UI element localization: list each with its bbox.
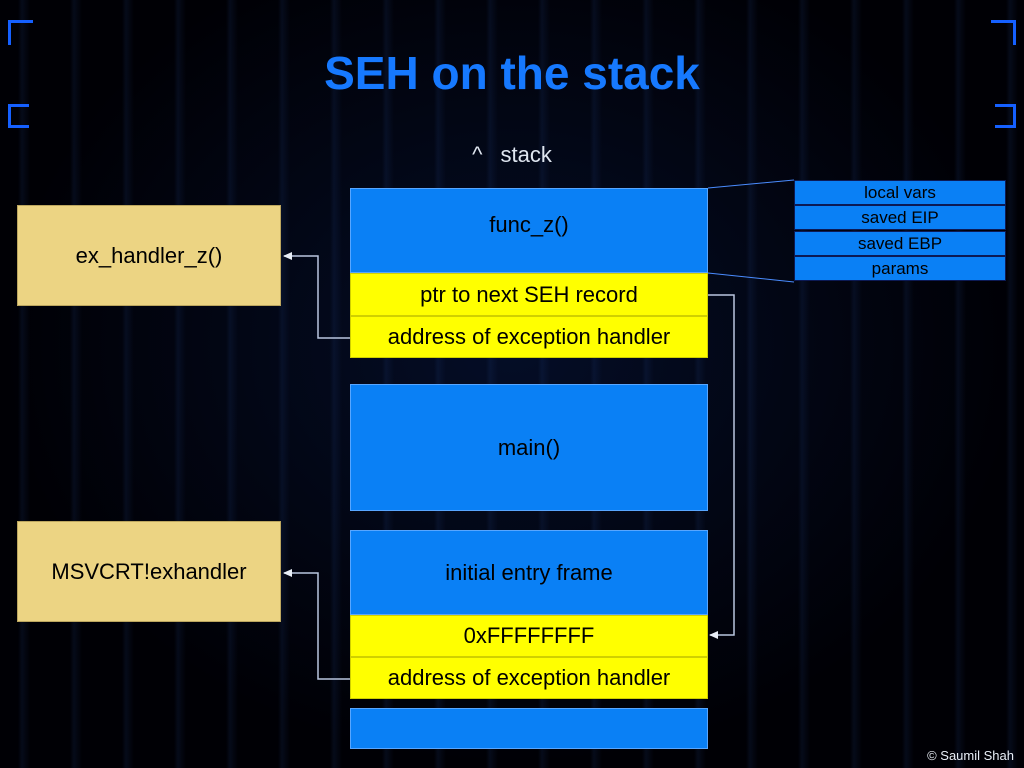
stack-caret: ^ [472,142,483,167]
stack-label-text: stack [500,142,552,167]
detail-saved-ebp: saved EBP [794,231,1006,256]
arrow-to-ex-handler-z [283,252,350,339]
msvcrt-exhandler-box: MSVCRT!exhandler [17,521,281,622]
seh-handler-address-1: address of exception handler [350,316,708,358]
seh-next-record-1: ptr to next SEH record [350,273,708,316]
detail-saved-eip: saved EIP [794,205,1006,230]
detail-expand-line-bottom [707,272,795,283]
seh-handler-address-2: address of exception handler [350,657,708,699]
corner-decoration-top-left [8,20,33,45]
bottom-frame [350,708,708,749]
corner-decoration-top-right [991,20,1016,45]
detail-local-vars: local vars [794,180,1006,205]
detail-expand-line-top [707,179,795,189]
arrow-next-seh-record [708,294,735,639]
stack-direction-label: ^ stack [0,142,1024,168]
copyright-notice: © Saumil Shah [927,748,1014,763]
seh-terminator-record: 0xFFFFFFFF [350,615,708,657]
ex-handler-z-box: ex_handler_z() [17,205,281,306]
func-z-frame: func_z() [350,188,708,273]
arrow-to-msvcrt-exhandler [283,569,350,680]
slide-title: SEH on the stack [324,47,700,99]
initial-entry-frame: initial entry frame [350,530,708,615]
corner-decoration-left [8,104,29,128]
detail-params: params [794,256,1006,281]
main-frame: main() [350,384,708,511]
corner-decoration-right [995,104,1016,128]
